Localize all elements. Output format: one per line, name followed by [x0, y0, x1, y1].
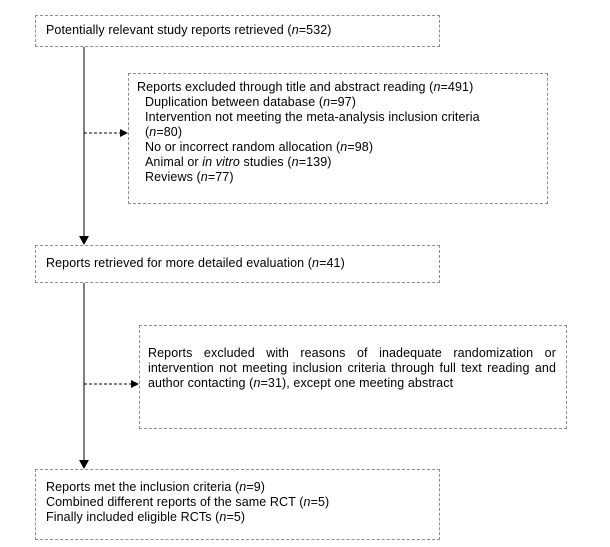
- exclusion-item-reviews: Reviews (n=77): [145, 170, 234, 184]
- arrowhead-down-to-box5: [79, 460, 89, 469]
- box-reports-retrieved: Potentially relevant study reports retri…: [35, 15, 440, 47]
- included-line-criteria: Reports met the inclusion criteria (n=9): [46, 480, 266, 494]
- exclusion-item-random-allocation: No or incorrect random allocation (n=98): [145, 140, 374, 154]
- box4-text: Reports excluded with reasons of inadequ…: [148, 346, 556, 390]
- box-excluded-full-text: Reports excluded with reasons of inadequ…: [139, 325, 567, 429]
- included-line-combined: Combined different reports of the same R…: [46, 495, 330, 509]
- box-excluded-title-abstract: Reports excluded through title and abstr…: [128, 73, 548, 204]
- exclusion-item-intervention: Intervention not meeting the meta-analys…: [145, 110, 480, 124]
- box-included-rcts: Reports met the inclusion criteria (n=9)…: [35, 469, 440, 540]
- box2-title: Reports excluded through title and abstr…: [137, 80, 474, 94]
- box3-text: Reports retrieved for more detailed eval…: [46, 256, 345, 270]
- box-detailed-evaluation: Reports retrieved for more detailed eval…: [35, 245, 440, 283]
- included-line-final: Finally included eligible RCTs (n=5): [46, 510, 246, 524]
- exclusion-item-duplication: Duplication between database (n=97): [145, 95, 356, 109]
- arrowhead-down-to-box3: [79, 236, 89, 245]
- exclusion-item-animal-in-vitro: Animal or in vitro studies (n=139): [145, 155, 332, 169]
- exclusion-item-intervention-count: (n=80): [145, 125, 183, 139]
- box1-text: Potentially relevant study reports retri…: [46, 23, 332, 37]
